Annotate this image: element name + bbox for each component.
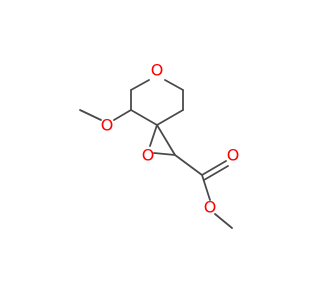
oxane-ring [130, 79, 184, 126]
bond-carbonyl-double-a [201, 160, 227, 176]
bond-oepoxide-c2 [153, 152, 176, 156]
methoxy-oxygen-label: O [101, 116, 114, 135]
ring-oxygen-label: O [151, 61, 164, 80]
carbonyl-oxygen-label: O [227, 146, 240, 165]
methoxy-group [79, 109, 132, 121]
bond-oester-ch3 [214, 213, 233, 229]
bond-o3-c6 [164, 79, 184, 91]
chemical-structure: O O O O O [79, 61, 240, 229]
bond-c2-ccarbonyl [174, 154, 203, 176]
epoxide-ring [149, 124, 176, 156]
bond-ccarbonyl-oester [201, 174, 211, 201]
bond-c1-oepoxide [149, 124, 158, 147]
epoxide-oxygen-label: O [142, 146, 155, 165]
bond-carbonyl-double-b [203, 165, 229, 181]
bond-c1-c4 [130, 109, 158, 126]
atom-labels: O O O O O [101, 61, 240, 217]
bond-c1-c2 [156, 124, 176, 156]
ester-oxygen-label: O [204, 198, 217, 217]
bond-c7-c1 [156, 109, 184, 126]
bond-c4-omethoxy [113, 109, 132, 121]
bond-omethoxy-ch3 [79, 109, 102, 121]
methyl-ester-group [174, 154, 233, 229]
bond-c5-o3 [130, 79, 150, 91]
